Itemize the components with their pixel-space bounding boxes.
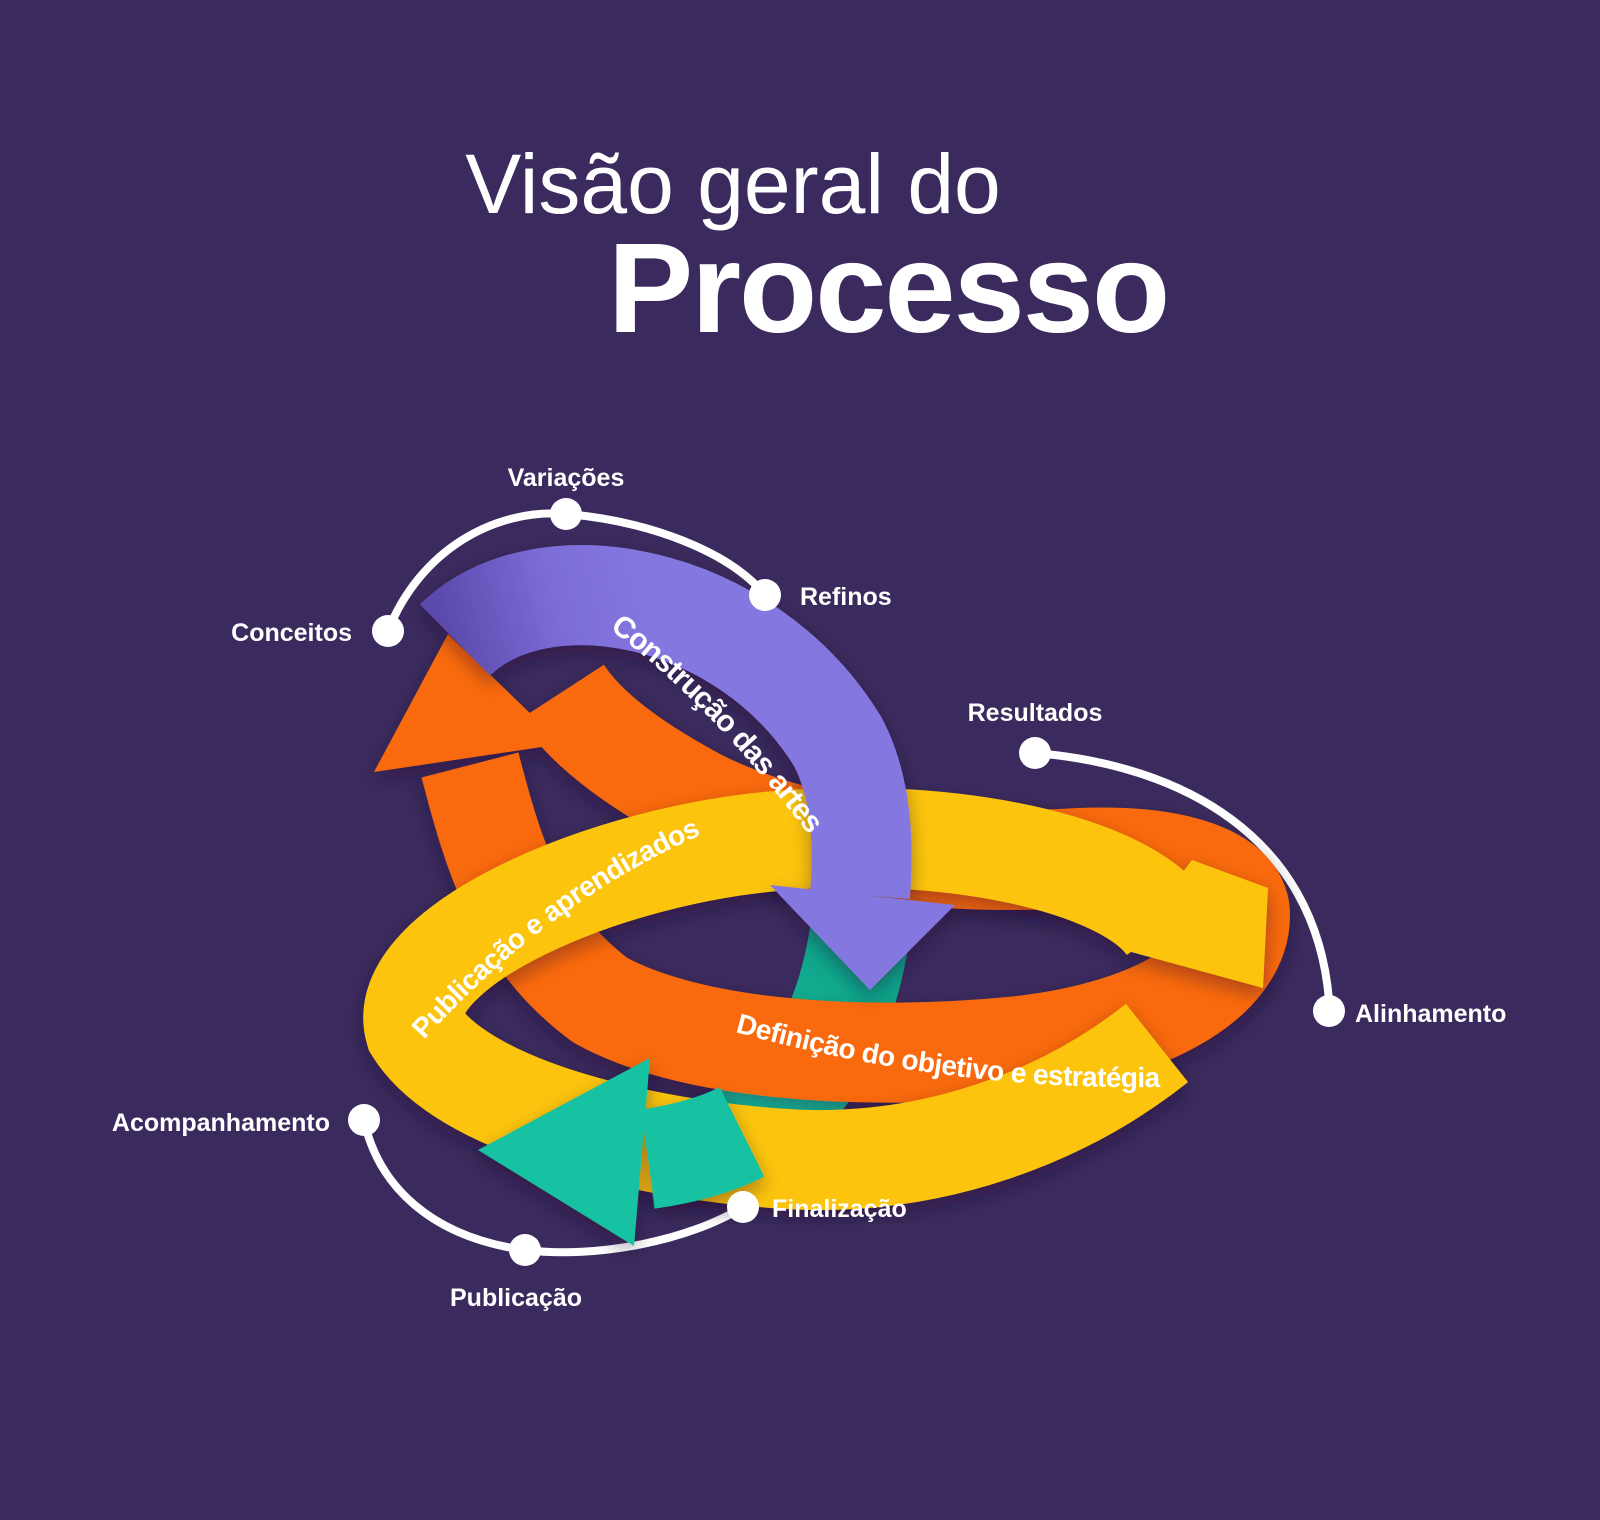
- title-line2: Processo: [608, 217, 1168, 360]
- node-dot-acompanhamento: [348, 1104, 380, 1136]
- orange-arrowhead-icon: [374, 634, 562, 772]
- purple-band: [419, 545, 912, 899]
- node-dot-refinos: [749, 579, 781, 611]
- node-dot-publicacao: [509, 1234, 541, 1266]
- node-label-publicacao: Publicação: [450, 1284, 582, 1312]
- node-labels: Conceitos Variações Refinos Resultados A…: [112, 464, 1507, 1312]
- node-label-finalizacao: Finalização: [772, 1195, 907, 1223]
- node-dot-finalizacao: [727, 1191, 759, 1223]
- teal-arrowhead-icon: [478, 1058, 650, 1246]
- node-dot-resultados: [1019, 737, 1051, 769]
- node-label-variacoes: Variações: [508, 464, 625, 492]
- node-dots: [348, 498, 1345, 1266]
- node-label-conceitos: Conceitos: [231, 619, 352, 647]
- node-label-resultados: Resultados: [968, 699, 1103, 727]
- connector-arc-right: [1034, 749, 1333, 1001]
- title-line1: Visão geral do: [465, 137, 1001, 231]
- yellow-band: [363, 787, 1208, 1211]
- yellow-arrowhead-icon: [1124, 860, 1268, 988]
- band-purple-construcao: [419, 545, 955, 990]
- node-label-acompanhamento: Acompanhamento: [112, 1109, 330, 1137]
- node-dot-conceitos: [372, 615, 404, 647]
- node-label-alinhamento: Alinhamento: [1355, 1000, 1506, 1028]
- node-label-refinos: Refinos: [800, 583, 892, 611]
- node-dot-variacoes: [550, 498, 582, 530]
- page-title: Visão geral do Processo: [465, 137, 1170, 360]
- teal-band-end: [640, 1086, 765, 1209]
- band-yellow-publicacao: [363, 787, 1268, 1211]
- purple-arrowhead-icon: [770, 885, 955, 990]
- node-dot-alinhamento: [1313, 995, 1345, 1027]
- band-teal-arrow-end: [478, 1058, 765, 1246]
